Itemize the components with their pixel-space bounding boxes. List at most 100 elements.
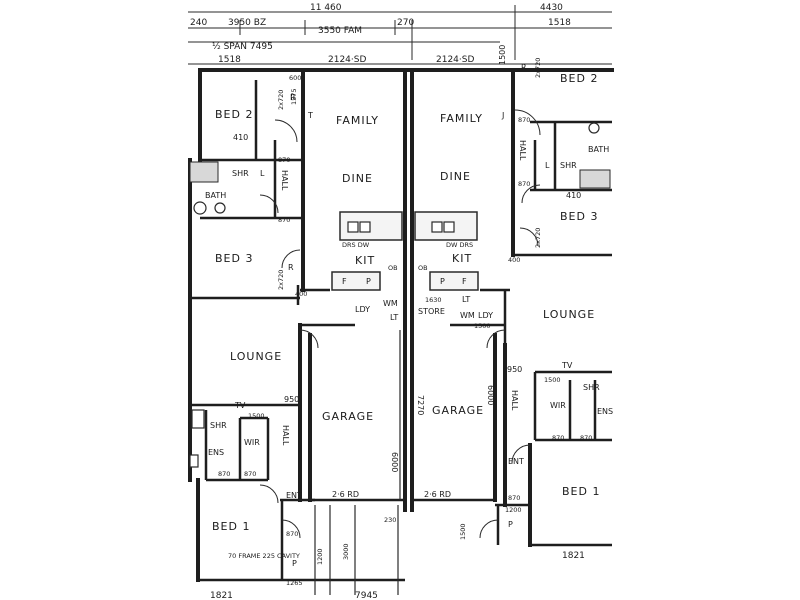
dim-870-c: 870 (518, 116, 530, 124)
room-wir-left: WIR (244, 438, 260, 447)
dim-1518-right: 1518 (548, 18, 571, 28)
room-shr-left: SHR (232, 169, 249, 178)
room-f1: F (342, 277, 347, 286)
room-ob-left: OB (388, 264, 398, 272)
room-f2: F (462, 277, 467, 286)
room-bed2-left: BED 2 (215, 108, 253, 121)
door-swings (259, 109, 541, 539)
room-wir-right: WIR (550, 401, 566, 410)
dim-870-f: 870 (244, 470, 256, 478)
room-wm-right: WM (460, 311, 475, 320)
room-labels: BED 2 BED 2 FAMILY FAMILY DINE DINE BATH… (205, 63, 613, 568)
room-t1: T (307, 111, 313, 120)
room-family-left: FAMILY (336, 114, 379, 127)
room-dine-left: DINE (342, 172, 373, 185)
right-unit-walls (403, 68, 614, 547)
room-hall-lower-left: HALL (281, 425, 290, 446)
room-bed2-right: BED 2 (560, 72, 598, 85)
dim-6000-a: 6000 (390, 452, 399, 472)
room-bed3-left: BED 3 (215, 252, 253, 265)
room-lt-left: LT (390, 313, 398, 322)
dim-870-e: 870 (218, 470, 230, 478)
room-lounge-right: LOUNGE (543, 308, 595, 321)
room-tv-right: TV (561, 361, 573, 370)
room-shr-ens-left: SHR (210, 421, 227, 430)
dim-1518-left: 1518 (218, 55, 241, 65)
dim-400-right: 400 (508, 256, 520, 264)
dim-2x720-a: 2x720 (277, 90, 285, 110)
dim-870-g: 870 (552, 434, 564, 442)
room-shr-ens-right: SHR (583, 383, 600, 392)
dim-1821-right: 1821 (562, 551, 585, 561)
dim-overall: 11 460 (310, 3, 342, 13)
room-p-right: P (508, 520, 513, 529)
room-bed1-right: BED 1 (562, 485, 600, 498)
kit-dw-right: DW DRS (446, 241, 473, 249)
room-ldy-right: LDY (478, 311, 493, 320)
dim-230: 230 (384, 516, 396, 524)
room-family-right: FAMILY (440, 112, 483, 125)
room-ent-right: ENT (508, 457, 524, 466)
dim-7270: 7270 (416, 395, 425, 415)
dim-1265: 1265 (286, 579, 303, 587)
dim-1200-right: 1200 (505, 506, 522, 514)
dim-1500-ldy: 1500 (474, 322, 491, 330)
dim-240: 240 (190, 18, 207, 28)
room-j1: J (501, 111, 504, 120)
dim-1821-left: 1821 (210, 591, 233, 600)
dim-1575: 1575 (290, 88, 298, 105)
dim-950-right: 950 (507, 365, 522, 374)
dim-right-top: 4430 (540, 3, 563, 13)
dim-2x720-b: 2x720 (277, 270, 285, 290)
dim-870-d: 870 (518, 180, 530, 188)
dim-870-a: 870 (278, 156, 290, 164)
dim-rd-left: 2·6 RD (332, 490, 359, 499)
interior-dimensions: 600 2x720 1575 2x720 2x720 2x720 410 410… (210, 58, 592, 600)
dim-270: 270 (397, 18, 414, 28)
dim-1630: 1630 (425, 296, 442, 304)
dim-1500-ens-left: 1500 (248, 412, 265, 420)
room-r1: R (290, 93, 296, 102)
dim-1500-drive: 1500 (459, 523, 467, 540)
dim-sd-left: 2124·SD (328, 55, 366, 65)
room-dine-right: DINE (440, 170, 471, 183)
room-lt-right: LT (462, 295, 470, 304)
left-unit-walls (188, 68, 407, 582)
room-hall-lower-right: HALL (510, 390, 519, 411)
kitchen-benches: DRS DW DW DRS (331, 211, 479, 291)
dim-bz: 3950 BZ (228, 18, 266, 28)
room-p-left: P (292, 559, 297, 568)
dim-600: 600 (289, 74, 301, 82)
room-wm-left: WM (383, 299, 398, 308)
room-lounge-left: LOUNGE (230, 350, 282, 363)
room-hall-left: HALL (280, 170, 289, 191)
dim-870-entry-left: 870 (286, 530, 298, 538)
room-kit-right: KIT (452, 252, 472, 265)
room-ob-right: OB (418, 264, 428, 272)
room-shr-right: SHR (560, 161, 577, 170)
room-l-left: L (260, 169, 265, 178)
room-ens-left: ENS (208, 448, 224, 457)
room-store: STORE (418, 307, 445, 316)
room-ent-left: ENT (286, 491, 302, 500)
room-r2: R (288, 263, 294, 272)
dim-410-right: 410 (566, 191, 581, 200)
dim-400-left: 400 (295, 290, 307, 298)
frame-note: 70 FRAME 225 CAVITY (228, 552, 300, 560)
room-garage-left: GARAGE (322, 410, 374, 423)
room-bath-right: BATH (588, 145, 609, 154)
kit-dw-left: DRS DW (342, 241, 370, 249)
dim-1200-left: 1200 (316, 548, 324, 565)
room-ens-right: ENS (597, 407, 613, 416)
dim-6000-b: 6000 (486, 385, 495, 405)
room-p-kit1: P (366, 277, 371, 286)
room-p-kit2: P (440, 277, 445, 286)
dim-870-entry-right: 870 (508, 494, 520, 502)
dim-950-left: 950 (284, 395, 299, 404)
room-l-right: L (545, 161, 550, 170)
room-ldy-left: LDY (355, 305, 370, 314)
dim-1500-top: 1500 (498, 45, 507, 65)
room-hall-right: HALL (518, 140, 527, 161)
room-kit-left: KIT (355, 254, 375, 267)
